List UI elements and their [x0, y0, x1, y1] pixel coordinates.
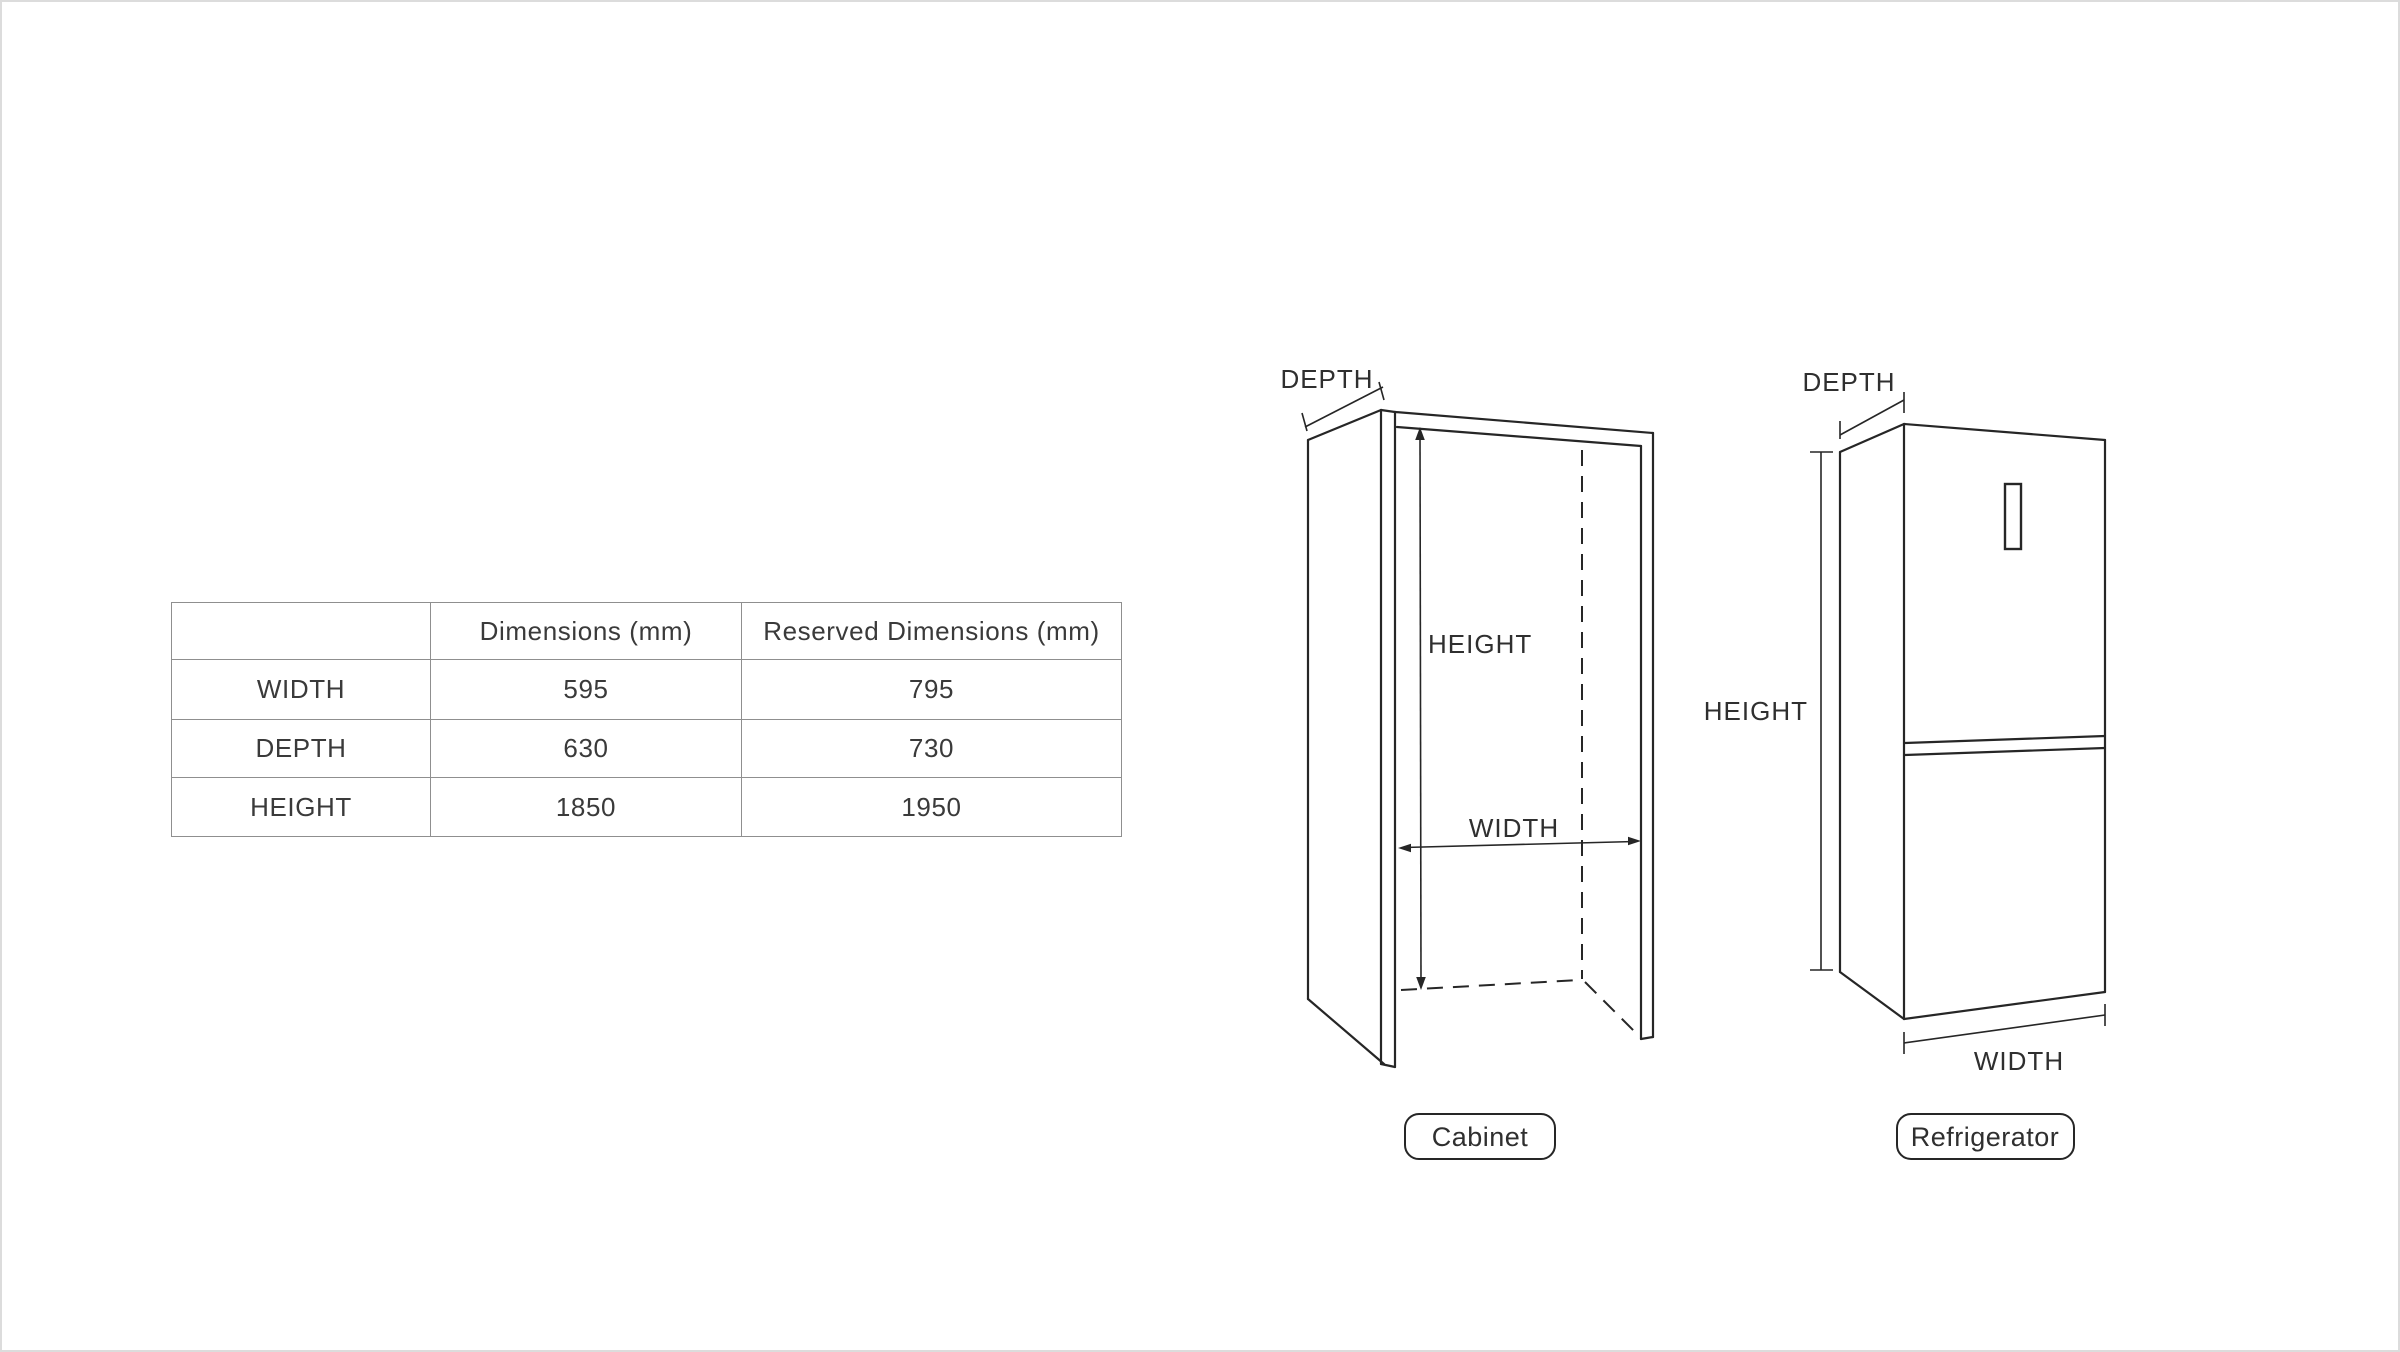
row-height-label: HEIGHT — [171, 777, 431, 837]
cabinet-caption: Cabinet — [1404, 1113, 1556, 1160]
table-header-row: Dimensions (mm) Reserved Dimensions (mm) — [171, 602, 1122, 660]
row-depth-dimensions: 630 — [430, 719, 742, 778]
row-width-dimensions: 595 — [430, 659, 742, 720]
refrigerator-handle — [2003, 482, 2023, 551]
refrigerator-width-dimension: WIDTH — [1903, 1004, 2106, 1076]
row-height-dimensions: 1850 — [430, 777, 742, 837]
refrigerator-depth-dimension: DEPTH — [1802, 367, 1905, 439]
row-height-reserved: 1950 — [741, 777, 1122, 837]
row-width-label: WIDTH — [171, 659, 431, 720]
table-header-dimensions: Dimensions (mm) — [430, 602, 742, 660]
dimensions-table: Dimensions (mm) Reserved Dimensions (mm)… — [171, 602, 1122, 837]
cabinet-width-dimension: WIDTH — [1398, 813, 1641, 853]
table-header-reserved: Reserved Dimensions (mm) — [741, 602, 1122, 660]
cabinet-caption-box — [1404, 1113, 1556, 1160]
table-header-corner — [171, 602, 431, 660]
cabinet-outline — [1306, 408, 1655, 1069]
cabinet-height-dimension: HEIGHT — [1415, 427, 1532, 990]
refrigerator-width-label: WIDTH — [1974, 1046, 2064, 1076]
refrigerator-drawing: DEPTH HEIGHT WIDTH Refrigerator — [1704, 367, 2107, 1160]
row-depth-label: DEPTH — [171, 719, 431, 778]
refrigerator-height-label: HEIGHT — [1704, 696, 1808, 726]
refrigerator-outline — [1838, 422, 2107, 1021]
cabinet-depth-dimension: DEPTH — [1280, 364, 1385, 432]
refrigerator-caption-text: Refrigerator — [1911, 1122, 2060, 1152]
cabinet-width-label: WIDTH — [1469, 813, 1559, 843]
row-width-reserved: 795 — [741, 659, 1122, 720]
table-row-height: HEIGHT 1850 1950 — [171, 777, 1122, 837]
cabinet-height-label: HEIGHT — [1428, 629, 1532, 659]
refrigerator-caption-box — [1896, 1113, 2075, 1160]
refrigerator-height-dimension: HEIGHT — [1704, 451, 1833, 971]
row-depth-reserved: 730 — [741, 719, 1122, 778]
table-row-depth: DEPTH 630 730 — [171, 719, 1122, 778]
table-row-width: WIDTH 595 795 — [171, 659, 1122, 720]
refrigerator-depth-label: DEPTH — [1802, 367, 1895, 397]
cabinet-caption-text: Cabinet — [1432, 1122, 1529, 1152]
refrigerator-caption: Refrigerator — [1896, 1113, 2075, 1160]
cabinet-drawing: DEPTH HEIGHT WIDTH Cabinet — [1280, 364, 1655, 1160]
cabinet-hidden-edges — [1400, 450, 1636, 1033]
cabinet-depth-label: DEPTH — [1280, 364, 1373, 394]
